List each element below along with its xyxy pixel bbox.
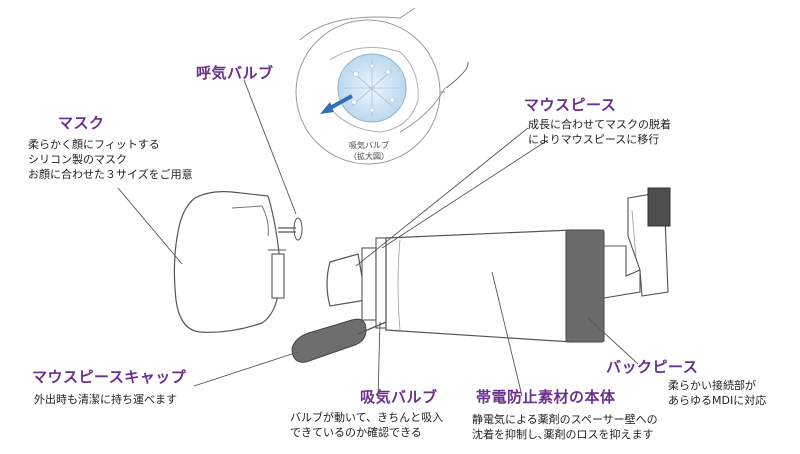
mouthpiece-desc-line: 成長に合わせてマスクの脱着 xyxy=(528,118,671,131)
body-desc-line: 沈着を抑制し､薬剤のロスを抑えます xyxy=(472,428,654,441)
inhale-valve-description: バルブが動いて、きちんと吸入 できているのか確認できる xyxy=(290,410,443,440)
backpiece-desc-line: あらゆるMDIに対応 xyxy=(668,394,767,407)
leader-lines xyxy=(117,61,639,399)
exhale-valve xyxy=(278,217,303,241)
mouthpiece-cap-description: 外出時も清潔に持ち運べます xyxy=(34,392,177,407)
mouthpiece-desc-line: によりマウスピースに移行 xyxy=(528,133,660,146)
inhale-valve-desc-line: できているのか確認できる xyxy=(290,426,422,439)
backpiece xyxy=(565,229,605,343)
mouthpiece-cap-title: マウスピースキャップ xyxy=(32,368,187,386)
body-description: 静電気による薬剤のスペーサー壁への 沈着を抑制し､薬剤のロスを抑えます xyxy=(472,412,658,442)
body-desc-line: 静電気による薬剤のスペーサー壁への xyxy=(472,413,658,426)
mask-desc-line: 柔らかく顔にフィットする xyxy=(28,138,160,151)
mask-title: マスク xyxy=(58,114,105,132)
inhale-valve-magnified-inset xyxy=(295,7,446,165)
airflow-arrow-icon xyxy=(329,94,353,110)
inset-caption-line: （拡大図） xyxy=(349,152,389,161)
spacer-chamber xyxy=(385,229,573,343)
mask-label: マスク xyxy=(58,112,105,133)
inhale-valve-label: 吸気バルブ xyxy=(360,386,438,407)
backpiece-description: 柔らかい接続部が あらゆるMDIに対応 xyxy=(668,378,766,408)
exhale-valve-title: 呼気バルブ xyxy=(196,64,274,82)
body-title: 帯電防止素材の本体 xyxy=(476,388,616,406)
body-label: 帯電防止素材の本体 xyxy=(476,386,616,407)
mouthpiece-cap-desc-line: 外出時も清潔に持ち運べます xyxy=(34,393,177,406)
mask-description: 柔らかく顔にフィットする シリコン製のマスク お顔に合わせた３サイズをご用意 xyxy=(28,137,193,182)
mouthpiece-label: マウスピース xyxy=(524,94,616,115)
inset-caption-line: 吸気バルブ xyxy=(349,141,389,150)
mouthpiece xyxy=(326,237,387,329)
mouthpiece-cap-label: マウスピースキャップ xyxy=(32,366,186,387)
backpiece-desc-line: 柔らかい接続部が xyxy=(668,379,756,392)
mouthpiece-description: 成長に合わせてマスクの脱着 によりマウスピースに移行 xyxy=(528,117,671,147)
inhale-valve-title: 吸気バルブ xyxy=(360,388,438,406)
backpiece-title: バックピース xyxy=(606,358,699,376)
mouthpiece-cap xyxy=(291,318,387,363)
mdi-inhaler xyxy=(603,187,671,299)
mouthpiece-title: マウスピース xyxy=(524,96,617,114)
mask xyxy=(173,191,286,333)
backpiece-label: バックピース xyxy=(606,356,698,377)
inhale-valve-desc-line: バルブが動いて、きちんと吸入 xyxy=(290,411,444,424)
inset-caption: 吸気バルブ （拡大図） xyxy=(334,140,404,162)
mask-desc-line: シリコン製のマスク xyxy=(28,153,127,166)
mask-desc-line: お顔に合わせた３サイズをご用意 xyxy=(28,168,193,181)
